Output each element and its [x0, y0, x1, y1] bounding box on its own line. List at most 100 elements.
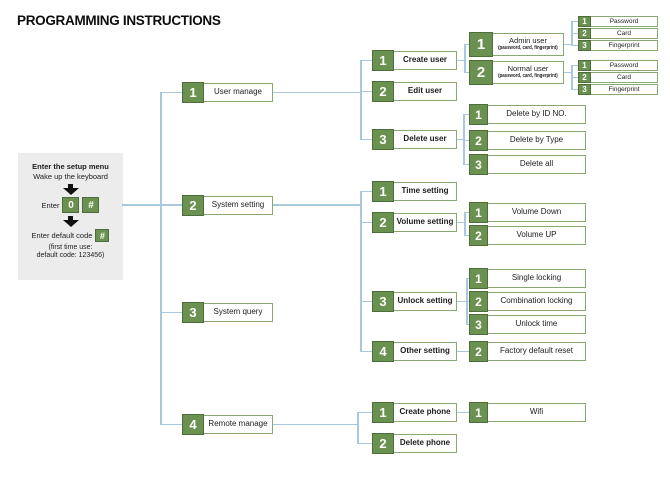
node-edit-user: 2 Edit user [372, 81, 457, 102]
node-number: 1 [578, 60, 591, 71]
default-code-label: Enter default code [31, 231, 93, 240]
connector-line [464, 211, 470, 214]
node-number: 1 [578, 16, 591, 27]
node-label: Unlock time [515, 319, 558, 329]
setup-step-title: Enter the setup menu [32, 162, 109, 171]
node-number: 3 [372, 291, 394, 312]
page-title: PROGRAMMING INSTRUCTIONS [17, 13, 221, 28]
node-label: Combination locking [500, 296, 573, 306]
node-system-setting: 2 System setting [182, 195, 273, 216]
connector-line [360, 300, 373, 303]
node-admin-card: 2 Card [578, 28, 658, 39]
node-delete-by-type: 2 Delete by Type [469, 130, 586, 151]
connector-line [122, 204, 183, 206]
connector-line [571, 76, 578, 79]
connector-line [464, 43, 470, 46]
connector-line [466, 323, 470, 326]
default-code-note: default code: 123456) [36, 252, 105, 259]
node-label: Create user [402, 55, 448, 65]
connector-line [457, 300, 466, 303]
connector-line [464, 234, 470, 237]
node-number: 2 [182, 195, 204, 216]
node-number: 1 [469, 402, 488, 423]
node-label: Fingerprint [608, 85, 640, 93]
node-label: Unlock setting [397, 296, 453, 306]
node-label: Delete by ID NO. [506, 109, 567, 119]
node-label: Admin user (password, card, fingerprint) [498, 36, 558, 52]
node-number: 2 [372, 433, 394, 454]
node-number: 1 [372, 50, 394, 71]
key-hash: # [95, 229, 110, 242]
connector-line [360, 190, 373, 193]
node-label: Fingerprint [608, 41, 640, 49]
node-delete-by-id: 1 Delete by ID NO. [469, 104, 586, 125]
node-label: Create phone [399, 407, 451, 417]
connector-line [457, 221, 464, 224]
node-number: 1 [182, 82, 204, 103]
node-number: 3 [469, 314, 488, 335]
node-other-setting: 4 Other setting [372, 341, 457, 362]
node-label: Volume setting [396, 217, 454, 227]
node-number: 4 [372, 341, 394, 362]
node-volume-setting: 2 Volume setting [372, 212, 457, 233]
connector-line [273, 423, 357, 426]
node-admin-user: 1 Admin user (password, card, fingerprin… [469, 32, 564, 57]
connector-line [571, 44, 578, 47]
node-label: System setting [211, 200, 265, 210]
connector-line [457, 411, 470, 414]
connector-line [360, 59, 373, 62]
connector-line [360, 90, 373, 93]
node-number: 1 [469, 104, 488, 125]
node-wifi: 1 Wifi [469, 402, 586, 423]
node-label: Card [616, 29, 632, 37]
node-label: Volume Down [511, 207, 562, 217]
node-number: 3 [578, 84, 591, 95]
node-number: 2 [469, 60, 493, 85]
node-admin-password: 1 Password [578, 16, 658, 27]
connector-line [571, 32, 578, 35]
node-normal-user: 2 Normal user (password, card, fingerpri… [469, 60, 564, 85]
node-create-phone: 1 Create phone [372, 402, 457, 423]
node-label: Normal user (password, card, fingerprint… [498, 64, 558, 80]
setup-step-wake: Wake up the keyboard [33, 172, 108, 181]
node-single-locking: 1 Single locking [469, 268, 586, 289]
key-hash: # [82, 197, 100, 213]
connector-line [360, 221, 373, 224]
connector-line [564, 43, 571, 46]
connector-line [360, 138, 373, 141]
node-label: Delete all [519, 159, 554, 169]
node-create-user: 1 Create user [372, 50, 457, 71]
node-label: Password [609, 61, 639, 69]
node-number: 1 [372, 402, 394, 423]
first-time-note: (first time use: [48, 244, 93, 251]
node-label: Delete by Type [509, 135, 564, 145]
node-number: 3 [578, 40, 591, 51]
node-normal-password: 1 Password [578, 60, 658, 71]
node-number: 1 [469, 268, 488, 289]
node-normal-card: 2 Card [578, 72, 658, 83]
node-delete-user: 3 Delete user [372, 129, 457, 150]
default-code-row: Enter default code # [18, 229, 123, 242]
node-delete-all: 3 Delete all [469, 154, 586, 175]
node-sublabel: (password, card, fingerprint) [498, 73, 558, 80]
connector-line [360, 60, 362, 140]
node-combination-locking: 2 Combination locking [469, 291, 586, 312]
connector-line [571, 20, 578, 23]
node-system-query: 3 System query [182, 302, 273, 323]
node-volume-down: 1 Volume Down [469, 202, 586, 223]
connector-line [571, 64, 578, 67]
connector-line [464, 71, 470, 74]
connector-line [463, 114, 465, 165]
connector-line [160, 311, 183, 314]
connector-line [457, 59, 464, 62]
node-number: 2 [469, 225, 488, 246]
node-label: Remote manage [208, 419, 268, 429]
node-sublabel: (password, card, fingerprint) [498, 45, 558, 52]
connector-line [464, 44, 466, 73]
node-label: Time setting [401, 186, 449, 196]
node-number: 1 [372, 181, 394, 202]
node-label: Volume UP [516, 230, 557, 240]
connector-line [360, 350, 373, 353]
node-factory-reset: 2 Factory default reset [469, 341, 586, 362]
